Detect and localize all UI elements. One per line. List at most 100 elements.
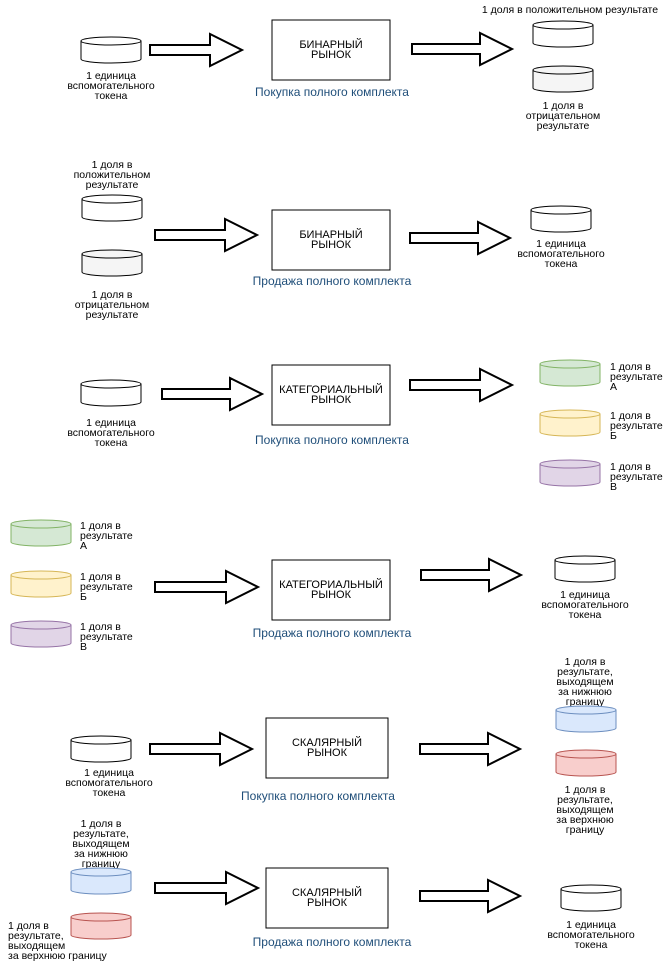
label-line: результате,: [8, 930, 64, 942]
label-line: выходящем: [8, 940, 65, 952]
cylinder-top: [70, 912, 132, 922]
label-line: токена: [569, 609, 602, 621]
label-line: вспомогательного: [67, 427, 155, 439]
label-line: результате: [86, 309, 139, 321]
label-line: токена: [575, 939, 608, 951]
label-line: 1 единица: [560, 589, 610, 601]
label-line: СКАЛЯРНЫЙ: [292, 736, 362, 749]
gray-token-cylinder: [532, 65, 594, 93]
label-line: вспомогательного: [65, 777, 153, 789]
label-line: РЫНОК: [311, 394, 352, 406]
cylinder-body: [10, 523, 72, 547]
operation-caption: Покупка полного комплекта: [255, 85, 409, 99]
market-box-frame: [271, 19, 391, 81]
label-line: 1 доля в: [8, 920, 49, 932]
label-line: за нижнюю: [558, 686, 612, 698]
label-line: вспомогательного: [547, 929, 635, 941]
cylinder-body: [539, 413, 601, 437]
cylinder-body: [81, 198, 143, 222]
label-line: результате: [86, 179, 139, 191]
flow-arrow: [420, 557, 524, 593]
label-line: КАТЕГОРИАЛЬНЫЙ: [279, 383, 383, 396]
label-line: токена: [95, 437, 128, 449]
label-line: 1 доля в: [92, 289, 133, 301]
flow-arrow: [419, 731, 523, 767]
label-line: результате,: [557, 794, 613, 806]
label-line: результате: [80, 581, 133, 593]
label-line: результате: [80, 631, 133, 643]
label-line: результате: [80, 530, 133, 542]
cylinder-body: [81, 253, 143, 277]
market-box-frame: [265, 867, 389, 929]
label-line: 1 доля в: [80, 571, 121, 583]
cylinder-top: [10, 620, 72, 630]
label-line: за верхнюю: [556, 814, 614, 826]
cylinder-body: [80, 40, 142, 64]
label-line: БИНАРНЫЙ: [299, 228, 362, 241]
label-line: 1 доля в: [92, 159, 133, 171]
label-line: РЫНОК: [307, 897, 348, 909]
cylinder-body: [555, 709, 617, 733]
market-box-frame: [271, 559, 391, 621]
white-token-cylinder: [560, 884, 622, 912]
cylinder-body: [530, 209, 592, 233]
label-line: В: [80, 641, 87, 653]
label-line: 1 доля в: [610, 461, 651, 473]
cylinder-top: [80, 379, 142, 389]
market-box-frame: [271, 209, 391, 271]
purple-token-cylinder: [539, 459, 601, 487]
cylinder-body: [70, 739, 132, 763]
label-line: 1 доля в положительном результате: [482, 4, 658, 16]
label-line: 1 доля в: [610, 361, 651, 373]
label-line: РЫНОК: [307, 747, 348, 759]
cylinder-top: [532, 20, 594, 30]
cylinder-top: [530, 205, 592, 215]
label-line: границу: [566, 824, 605, 836]
cylinder-top: [80, 36, 142, 46]
label-line: СКАЛЯРНЫЙ: [292, 886, 362, 899]
label-line: результате: [610, 420, 663, 432]
label-line: В: [610, 481, 617, 493]
label-line: результате: [537, 120, 590, 132]
flow-arrow: [149, 731, 255, 767]
yellow-token-cylinder: [539, 409, 601, 437]
cylinder-top: [70, 735, 132, 745]
market-box-frame: [265, 717, 389, 779]
gray-token-cylinder: [81, 249, 143, 277]
cylinder-top: [554, 555, 616, 565]
flow-arrow: [419, 878, 523, 914]
operation-caption: Покупка полного комплекта: [255, 433, 409, 447]
red-token-cylinder: [70, 912, 132, 940]
label-line: 1 доля в: [80, 520, 121, 532]
label-line: вспомогательного: [67, 80, 155, 92]
cylinder-top: [70, 867, 132, 877]
red-token-cylinder: [555, 749, 617, 777]
white-token-cylinder: [554, 555, 616, 583]
label-line: РЫНОК: [311, 239, 352, 251]
label-line: результате: [610, 471, 663, 483]
flow-arrow: [154, 870, 261, 906]
label-line: 1 единица: [566, 919, 616, 931]
label-line: отрицательном: [75, 299, 149, 311]
operation-caption: Продажа полного комплекта: [253, 274, 412, 288]
cylinder-top: [10, 519, 72, 529]
label-line: 1 доля в: [565, 784, 606, 796]
cylinder-body: [555, 753, 617, 777]
